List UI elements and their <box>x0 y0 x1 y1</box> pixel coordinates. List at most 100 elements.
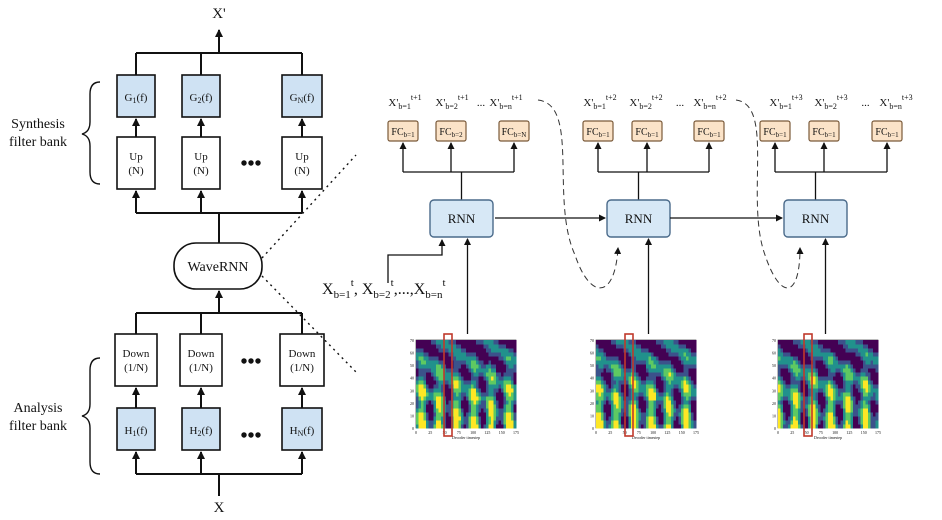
spectrogram-y-tick: 0 <box>412 426 414 431</box>
svg-text:FCb=1: FCb=1 <box>697 127 721 139</box>
spectrogram-xlabel: Decoder timestep <box>814 435 842 440</box>
svg-text:HN(f): HN(f) <box>290 425 315 438</box>
output-sample-label: X'b=nt+1 <box>489 93 522 111</box>
svg-text:(N): (N) <box>193 165 209 177</box>
svg-text:G1(f): G1(f) <box>125 92 148 105</box>
spectrogram-y-tick: 40 <box>590 376 594 381</box>
svg-text:(1/N): (1/N) <box>189 362 213 374</box>
spectrogram-y-tick: 10 <box>772 413 776 418</box>
right-rnn-diagram: RNNFCb=1X'b=1t+1FCb=2X'b=2t+1FCb=NX'b=nt… <box>322 93 913 440</box>
fc-layer: FCb=2 <box>435 120 467 142</box>
spectrogram-x-tick: 100 <box>470 430 476 435</box>
input-x-label: X <box>214 500 225 516</box>
analysis-filter-h2: H2(f) <box>181 407 221 451</box>
wavernn-block: WaveRNN <box>173 242 263 290</box>
analysis-filter-h1: H1(f) <box>116 407 156 451</box>
svg-text:Up: Up <box>129 151 143 163</box>
svg-text:FCb=N: FCb=N <box>502 127 527 139</box>
downsample-block-1: Down (1/N) <box>114 333 158 387</box>
fc-layer: FCb=1 <box>387 120 419 142</box>
output-sample-label: X'b=1t+2 <box>583 93 616 111</box>
output-sample-label: X'b=nt+2 <box>693 93 726 111</box>
spectrogram-xlabel: Decoder timestep <box>452 435 480 440</box>
output-sample-label: X'b=1t+3 <box>769 93 802 111</box>
synthesis-filter-gn: GN(f) <box>281 74 323 118</box>
spectrogram-x-tick: 150 <box>499 430 505 435</box>
spectrogram-y-tick: 60 <box>410 351 414 356</box>
spectrogram-y-tick: 30 <box>772 388 776 393</box>
fc-layer: FCb=1 <box>759 120 791 142</box>
fc-layer: FCb=N <box>498 120 530 142</box>
analysis-label-line2: filter bank <box>9 419 67 434</box>
svg-text:WaveRNN: WaveRNN <box>187 260 248 275</box>
outputs-ellipsis: ... <box>861 97 870 109</box>
svg-text:FCb=2: FCb=2 <box>439 127 463 139</box>
spectrogram-y-tick: 70 <box>410 338 414 343</box>
spectrogram-x-tick: 0 <box>595 430 597 435</box>
spectrogram-y-tick: 70 <box>590 338 594 343</box>
spectrogram-y-tick: 20 <box>410 401 414 406</box>
spectrogram-y-tick: 30 <box>590 388 594 393</box>
synthesis-label-line1: Synthesis <box>11 117 65 132</box>
downsample-block-n: Down (1/N) <box>279 333 325 387</box>
spectrogram-x-tick: 175 <box>513 430 519 435</box>
spectrogram-x-tick: 175 <box>693 430 699 435</box>
spectrogram-x-tick: 175 <box>875 430 881 435</box>
spectrogram-x-tick: 50 <box>805 430 809 435</box>
output-x-prime-label: X' <box>212 6 226 22</box>
svg-text:FCb=1: FCb=1 <box>586 127 610 139</box>
svg-text:H1(f): H1(f) <box>125 425 148 438</box>
spectrogram-x-tick: 150 <box>861 430 867 435</box>
rnn-block: RNN <box>606 199 671 238</box>
input-to-rnn1-arrow <box>387 239 446 283</box>
svg-text:G2(f): G2(f) <box>190 92 213 105</box>
spectrogram-x-tick: 25 <box>608 430 612 435</box>
feedback-curve-1 <box>537 99 622 289</box>
spectrogram-x-tick: 100 <box>832 430 838 435</box>
synthesis-filter-g2: G2(f) <box>181 74 221 118</box>
spectrogram-y-tick: 40 <box>410 376 414 381</box>
svg-text:FCb=1: FCb=1 <box>391 127 415 139</box>
svg-text:FCb=1: FCb=1 <box>875 127 899 139</box>
fc-layer: FCb=1 <box>693 120 725 142</box>
spectrogram-xlabel: Decoder timestep <box>632 435 660 440</box>
spectrogram-x-tick: 125 <box>484 430 490 435</box>
spectrogram-y-tick: 0 <box>592 426 594 431</box>
svg-text:FCb=1: FCb=1 <box>812 127 836 139</box>
spectrogram-y-tick: 20 <box>772 401 776 406</box>
synthesis-filter-g1: G1(f) <box>116 74 156 118</box>
rnn-block: RNN <box>783 199 848 238</box>
spectrogram-y-tick: 30 <box>410 388 414 393</box>
spectrogram-y-tick: 20 <box>590 401 594 406</box>
svg-text:RNN: RNN <box>625 211 653 226</box>
svg-text:FCb=1: FCb=1 <box>635 127 659 139</box>
spectrogram-x-tick: 150 <box>679 430 685 435</box>
outputs-ellipsis: ... <box>676 97 685 109</box>
rnn-input-label: Xb=1t, Xb=2t,...,Xb=nt <box>322 277 446 301</box>
analysis-filter-hn: HN(f) <box>281 407 323 451</box>
analysis-brace <box>81 357 101 475</box>
svg-text:H2(f): H2(f) <box>190 425 213 438</box>
left-filterbank-diagram: X' G1(f) G2(f) GN(f) Up (N) <box>9 6 357 516</box>
spectrogram-x-tick: 25 <box>428 430 432 435</box>
feedback-curve-2 <box>735 99 804 289</box>
upsample-block-2: Up (N) <box>181 136 221 190</box>
svg-text:RNN: RNN <box>448 211 476 226</box>
svg-text:Down: Down <box>188 348 215 360</box>
downsample-block-2: Down (1/N) <box>179 333 223 387</box>
svg-text:(N): (N) <box>294 165 310 177</box>
output-sample-label: X'b=1t+1 <box>388 93 421 111</box>
spectrogram-x-tick: 125 <box>846 430 852 435</box>
spectrogram-x-tick: 75 <box>457 430 461 435</box>
spectrogram-y-tick: 50 <box>590 363 594 368</box>
synthesis-ellipsis: ••• <box>240 153 261 175</box>
rnn-timestep-1: RNNFCb=1X'b=1t+1FCb=2X'b=2t+1FCb=NX'b=nt… <box>387 93 530 440</box>
output-sample-label: X'b=2t+2 <box>629 93 662 111</box>
rnn-block: RNN <box>429 199 494 238</box>
spectrogram-x-tick: 125 <box>664 430 670 435</box>
synthesis-label-line2: filter bank <box>9 135 67 150</box>
svg-text:(N): (N) <box>128 165 144 177</box>
